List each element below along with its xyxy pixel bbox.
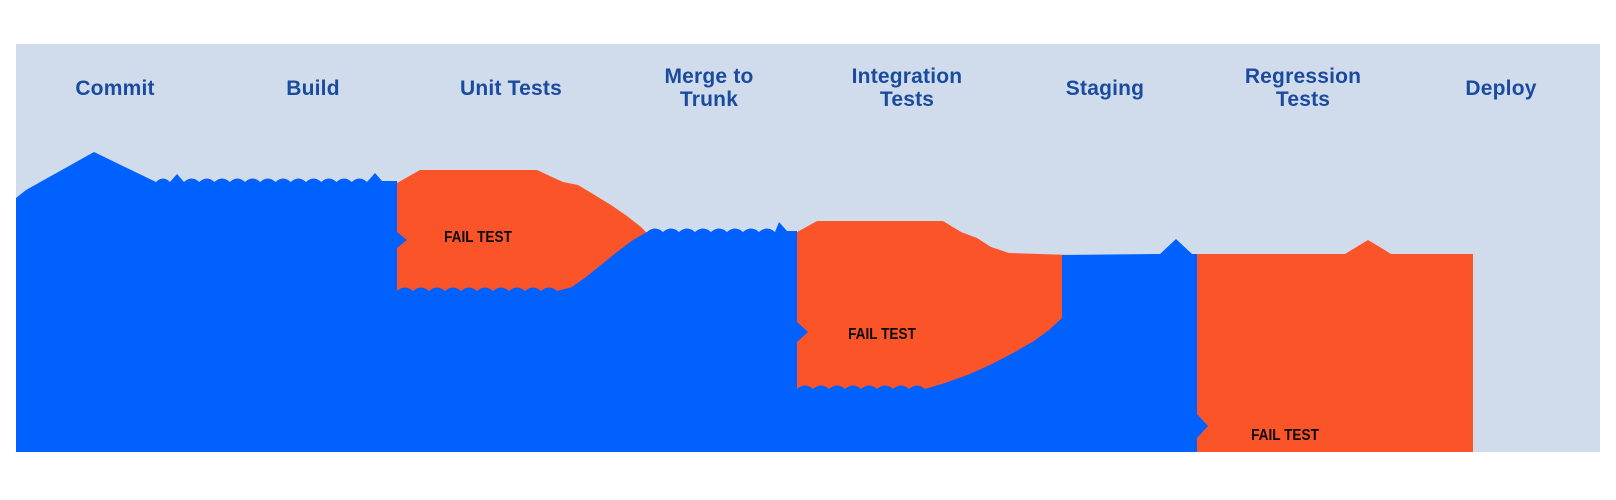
fail-test-label-integration-tests: FAIL TEST bbox=[848, 326, 916, 343]
stage-label-integration-tests: Integration Tests bbox=[851, 65, 963, 111]
stage-label-deploy: Deploy bbox=[1465, 76, 1537, 100]
stage-label-unit-tests: Unit Tests bbox=[460, 76, 562, 100]
fail-branch-integration-tests bbox=[790, 221, 1070, 404]
stage-label-build: Build bbox=[286, 76, 340, 100]
main-flow bbox=[16, 152, 1208, 452]
stage-label-merge-to-trunk: Merge to Trunk bbox=[664, 65, 754, 111]
stage-label-staging: Staging bbox=[1065, 76, 1145, 100]
stage-label-commit: Commit bbox=[75, 76, 155, 100]
stage-label-regression-tests: Regression Tests bbox=[1244, 65, 1362, 111]
fail-test-label-unit-tests: FAIL TEST bbox=[444, 229, 512, 246]
fail-test-label-regression-tests: FAIL TEST bbox=[1251, 427, 1319, 444]
stage-labels-row: Commit Build Unit Tests Merge to Trunk I… bbox=[16, 52, 1600, 124]
fail-branch-regression-tests bbox=[1190, 240, 1473, 452]
